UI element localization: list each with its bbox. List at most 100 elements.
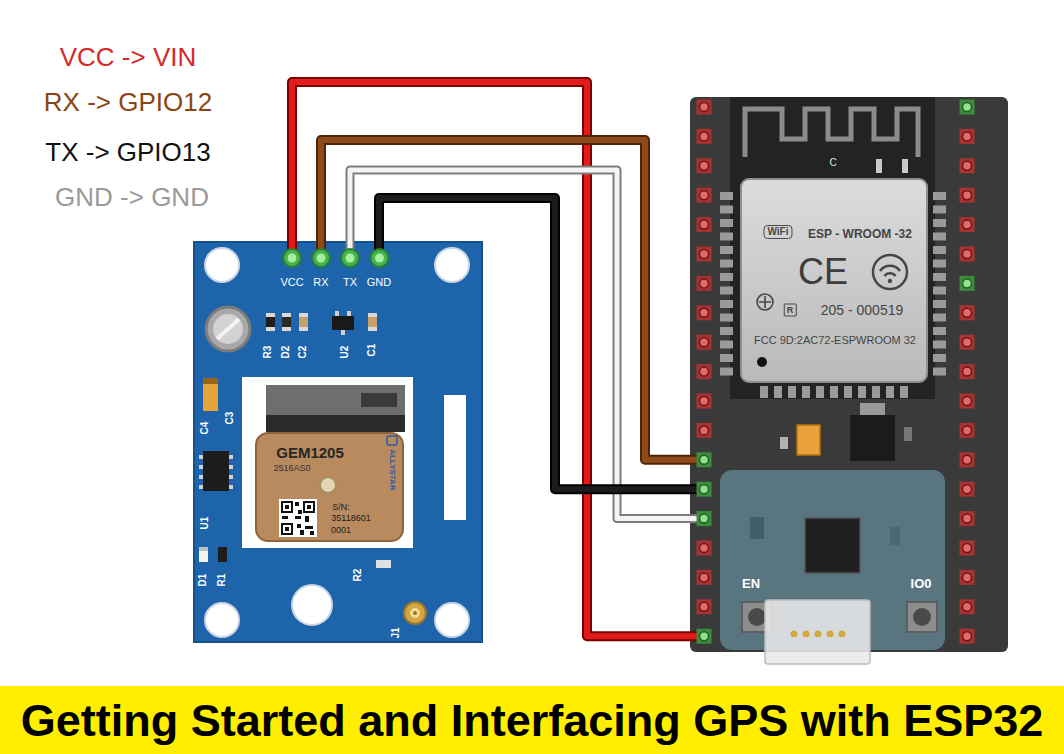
button-label: EN xyxy=(742,577,760,590)
qr-code xyxy=(295,502,299,506)
eeprom-chip xyxy=(229,455,233,459)
header-pin-hole xyxy=(288,254,297,263)
eeprom-chip xyxy=(203,451,229,491)
header-pin-pad xyxy=(963,132,972,141)
castellated-pad xyxy=(858,386,866,398)
header-pin-pad xyxy=(700,338,709,347)
header-pin-pad xyxy=(963,602,972,611)
header-pin-pad xyxy=(697,541,712,556)
header-pin-pad xyxy=(697,100,712,115)
header-pin-pad xyxy=(697,100,975,644)
header-pin-pad xyxy=(960,276,975,291)
title-band xyxy=(0,686,1064,754)
castellated-pad xyxy=(720,219,733,227)
qr-code xyxy=(285,505,289,509)
regulator-chip xyxy=(347,311,351,316)
header-pin-pad xyxy=(960,100,975,115)
micro-usb-connector xyxy=(827,631,834,638)
smd-resistor xyxy=(376,560,391,568)
micro-usb-connector xyxy=(765,600,870,664)
antenna-pad xyxy=(876,159,882,173)
castellated-pad xyxy=(933,368,946,376)
smd-capacitor xyxy=(299,327,308,331)
devkit-pcb xyxy=(690,97,1008,652)
qr-code xyxy=(282,502,314,534)
header-pin-pad xyxy=(963,103,972,112)
silkscreen-label: D1 xyxy=(198,574,208,587)
header-pin-ring xyxy=(341,249,359,267)
castellated-pad xyxy=(720,368,733,376)
header-pin-pad xyxy=(960,599,975,614)
castellated-pad xyxy=(720,246,733,254)
mounting-hole xyxy=(205,248,239,282)
serial-number: 35118601 xyxy=(331,514,370,523)
header-pin: TX xyxy=(336,248,364,290)
castellated-pad xyxy=(720,287,733,295)
pin1-dot xyxy=(757,357,767,367)
pin-label: TX xyxy=(343,277,357,288)
gps-module-backing xyxy=(242,377,413,548)
header-pin-pad xyxy=(963,397,972,406)
backup-battery xyxy=(206,307,250,351)
electrolytic-capacitor xyxy=(797,425,820,455)
header-pin-pad xyxy=(960,188,975,203)
regulator-chip xyxy=(332,316,354,330)
header-pin-pad xyxy=(963,485,972,494)
qr-code xyxy=(279,499,317,537)
header-pin-pad xyxy=(963,455,972,464)
ufl-connector xyxy=(410,608,420,618)
castellated-pad xyxy=(720,354,733,362)
header-pin-pad xyxy=(700,132,709,141)
gps-antenna-chip: GEM12052516AS0ALLYSTARS/N:351186010001 xyxy=(255,432,404,542)
micro-usb-connector xyxy=(791,631,798,638)
qr-code xyxy=(305,526,313,529)
castellated-pad xyxy=(933,206,946,214)
micro-usb-connector xyxy=(803,631,810,638)
smd-resistor xyxy=(218,547,227,562)
castellated-pad xyxy=(933,233,946,241)
header-pin-pad xyxy=(963,573,972,582)
chip-date-code: 2516AS0 xyxy=(273,464,310,473)
header-pin-pad xyxy=(700,632,709,641)
metal-shield xyxy=(741,179,927,382)
serial-number: 0001 xyxy=(331,526,351,535)
mounting-hole xyxy=(205,248,469,637)
smd-capacitor xyxy=(299,313,308,331)
usb-uart-chip xyxy=(805,518,860,573)
header-pin: VCC xyxy=(278,248,306,290)
castellated-pad xyxy=(774,386,782,398)
wifi-certification-logo xyxy=(880,266,900,271)
push-button xyxy=(748,608,766,626)
castellated-pad xyxy=(720,233,733,241)
castellated-pad xyxy=(788,386,796,398)
header-pin-pad xyxy=(697,629,712,644)
eeprom-chip xyxy=(199,485,203,489)
micro-usb-connector xyxy=(815,631,822,638)
header-pin-ring xyxy=(283,249,301,267)
tantalum-capacitor xyxy=(203,378,218,411)
header-pin-pad xyxy=(697,423,712,438)
header-pin-pad xyxy=(963,220,972,229)
smd-capacitor xyxy=(299,313,308,317)
chip-brand: ALLYSTAR xyxy=(388,449,396,490)
header-pin-pad xyxy=(963,544,972,553)
header-pin-pad xyxy=(963,308,972,317)
smd-diode xyxy=(282,327,291,331)
header-pin-pad xyxy=(700,279,709,288)
smd-part xyxy=(904,427,912,441)
smd-capacitor xyxy=(368,313,377,317)
mounting-hole xyxy=(205,603,239,637)
header-pin-pad xyxy=(963,279,972,288)
header-pin-pad xyxy=(700,250,709,259)
qr-code xyxy=(304,502,314,512)
smd-diode xyxy=(282,313,291,331)
qr-code xyxy=(282,516,288,519)
wifi-logo-text: WiFi xyxy=(763,225,792,239)
header-pin-pad xyxy=(960,335,975,350)
header-pin-pad xyxy=(697,335,712,350)
header-pin-pad xyxy=(963,250,972,259)
label-window xyxy=(444,395,466,520)
qr-code xyxy=(297,524,301,528)
header-pin-pad xyxy=(697,217,712,232)
